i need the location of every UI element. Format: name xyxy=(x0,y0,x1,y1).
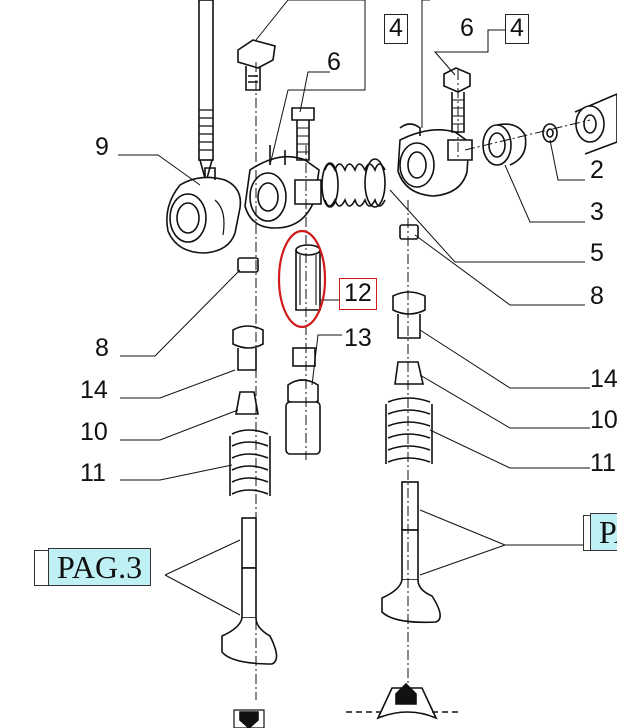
rocker-bolt-center xyxy=(291,107,315,161)
leader-lines xyxy=(118,0,590,616)
push-rod xyxy=(198,0,214,186)
bottom-arrows xyxy=(233,682,462,728)
callout-5: 5 xyxy=(590,239,604,267)
valve-left xyxy=(221,257,278,665)
callout-8-left: 8 xyxy=(95,334,109,362)
rocker-shaft xyxy=(482,93,617,166)
callout-2: 2 xyxy=(590,156,604,184)
callout-4-top: 4 xyxy=(384,14,408,44)
callout-11-right: 11 xyxy=(590,449,616,477)
callout-14-left: 14 xyxy=(80,376,108,404)
rocker-bolt-right xyxy=(443,67,471,133)
callout-4-right: 4 xyxy=(505,14,529,44)
guide-tube xyxy=(295,244,321,311)
rocker-arm-center xyxy=(244,145,322,229)
callout-6-top: 6 xyxy=(460,14,474,42)
rocker-arm-right xyxy=(397,123,473,197)
rocker-arm-left xyxy=(166,167,242,254)
highlight-ellipse-12 xyxy=(277,229,327,329)
callout-14-right: 14 xyxy=(590,365,617,393)
callout-3: 3 xyxy=(590,198,604,226)
callout-13: 13 xyxy=(344,324,372,352)
callout-8-right: 8 xyxy=(590,282,604,310)
rocker-spring xyxy=(321,158,386,208)
callout-10-left: 10 xyxy=(80,418,108,446)
page-ref-left[interactable]: PAG.3 xyxy=(48,548,152,586)
valve-right xyxy=(381,224,441,624)
callout-6-mid: 6 xyxy=(327,48,341,76)
page-ref-tab-left xyxy=(34,550,49,586)
callout-9: 9 xyxy=(95,133,109,161)
callout-11-left: 11 xyxy=(80,459,106,487)
callout-10-right: 10 xyxy=(590,406,617,434)
adjusting-screw-left xyxy=(237,39,276,91)
axis-lines xyxy=(255,62,591,700)
page-ref-right[interactable]: PA xyxy=(590,513,617,551)
callout-12: 12 xyxy=(339,278,377,310)
